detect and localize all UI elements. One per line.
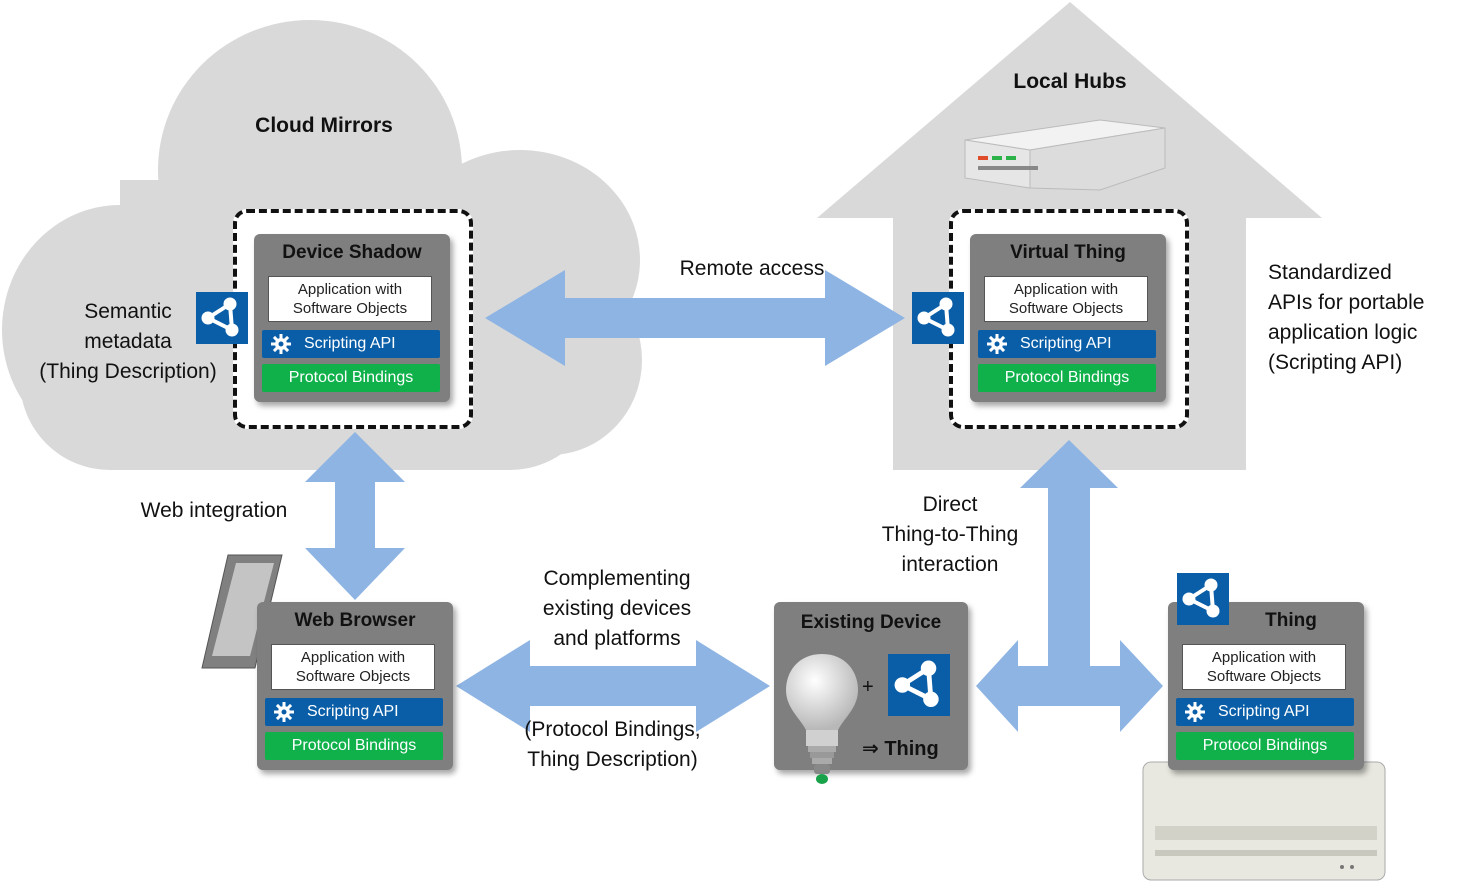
standardized-apis-label: Standardized APIs for portable applicati… [1268,261,1425,374]
thing-description-icon [196,292,248,344]
scripting-api-bar: Scripting API [262,330,440,358]
semantic-metadata-label: Semantic metadata (Thing Description) [39,300,217,383]
scripting-api-bar: Scripting API [978,330,1156,358]
protocol-bindings-bar: Protocol Bindings [265,732,443,760]
protocol-bindings-bar: Protocol Bindings [978,364,1156,392]
device-shadow-title: Device Shadow [282,242,422,263]
application-block: Application with Software Objects [271,644,435,690]
application-block: Application with Software Objects [268,276,432,322]
existing-device-title: Existing Device [800,612,942,633]
thing-box: Thing Application with Software Objects … [1168,602,1364,770]
arrow-complementing [456,640,770,732]
thing-description-icon [888,654,950,716]
gear-icon [1185,702,1205,722]
tablet-image [201,554,283,669]
arrow-thing-label: ⇒ Thing [862,738,939,760]
web-browser-box: Web Browser Application with Software Ob… [257,602,453,770]
device-shadow-box: Device Shadow Application with Software … [254,234,450,402]
arrow-direct-interaction [976,440,1163,732]
plus-sign: + [862,676,874,698]
light-bulb-image [786,654,858,784]
protocol-bindings-bar: Protocol Bindings [262,364,440,392]
air-conditioner-image [1142,761,1386,881]
virtual-thing-box: Virtual Thing Application with Software … [970,234,1166,402]
arrow-remote-access [485,270,905,366]
web-integration-label: Web integration [140,499,288,522]
direct-interaction-label: Direct Thing-to-Thing interaction [881,493,1019,576]
scripting-api-bar: Scripting API [1176,698,1354,726]
application-block: Application with Software Objects [984,276,1148,322]
cloud-mirrors-label: Cloud Mirrors [255,114,393,137]
hub-router-image [964,119,1166,191]
remote-access-label: Remote access [679,257,825,280]
gear-icon [271,334,291,354]
thing-description-icon [912,292,964,344]
gear-icon [987,334,1007,354]
protocol-bindings-bar: Protocol Bindings [1176,732,1354,760]
scripting-api-bar: Scripting API [265,698,443,726]
thing-title: Thing [1265,610,1317,631]
gear-icon [274,702,294,722]
complementing-label: Complementing existing devices and platf… [542,567,692,650]
arrow-web-integration [305,432,405,600]
local-hubs-label: Local Hubs [1013,70,1127,93]
web-browser-title: Web Browser [294,610,416,631]
protocol-td-label: (Protocol Bindings, Thing Description) [524,718,701,771]
thing-description-icon [1177,573,1229,625]
application-block: Application with Software Objects [1182,644,1346,690]
virtual-thing-title: Virtual Thing [1010,242,1126,263]
